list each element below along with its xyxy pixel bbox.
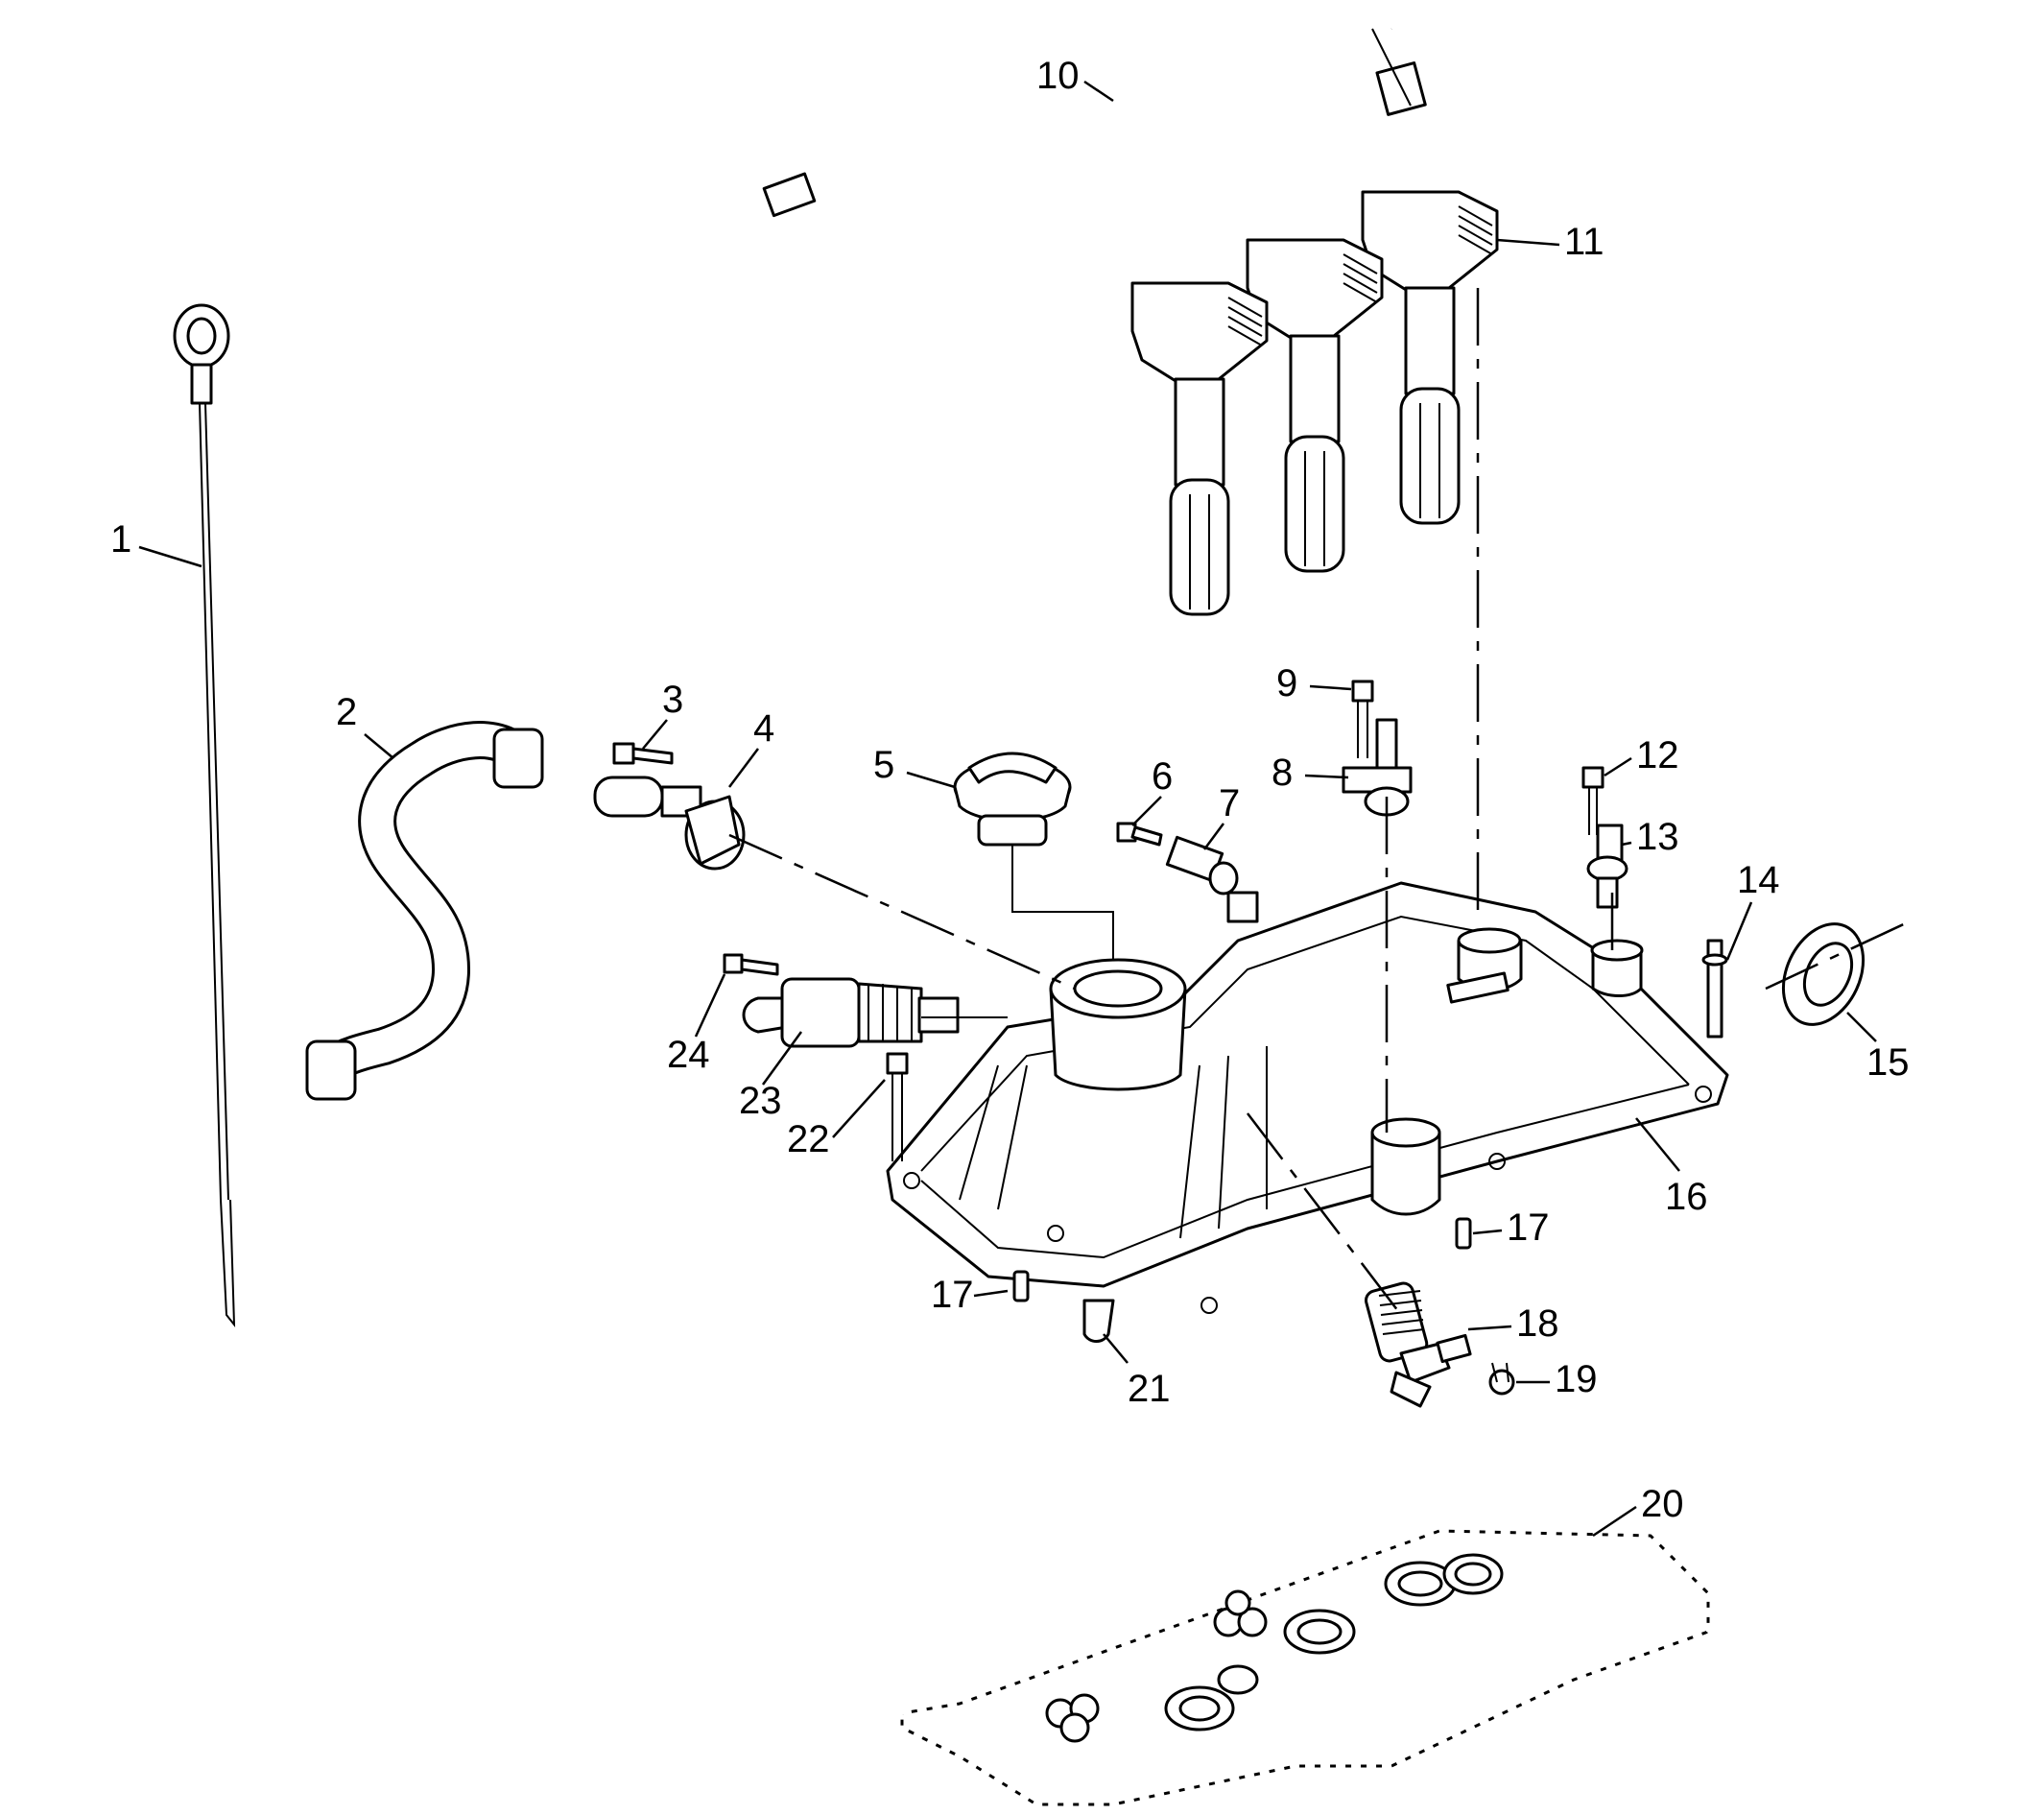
callout-14-label: 14 [1737,859,1780,901]
callout-14: 14 [1725,859,1780,961]
callout-24-label: 24 [667,1034,710,1076]
callout-3-label: 3 [662,679,683,721]
callout-24: 24 [667,973,726,1076]
callout-15: 15 [1846,1012,1910,1084]
callout-21: 21 [1103,1333,1171,1410]
callout-13-label: 13 [1636,816,1679,858]
part-23-24-valve [723,953,960,1048]
callout-16-label: 16 [1665,1176,1708,1218]
callout-9: 9 [1276,662,1352,705]
solenoid-centerline [728,833,1076,991]
part-18-19-sensor [1365,1281,1515,1408]
part-10-harness [762,26,1427,218]
callout-5-label: 5 [873,744,894,786]
callout-10: 10 [1036,55,1114,103]
part-5-oil-cap [953,752,1072,847]
callout-12-label: 12 [1636,734,1679,776]
part-15-seal [1781,922,1866,1026]
callout-2-label: 2 [336,691,357,733]
callouts: 1 2 3 4 5 6 7 8 9 10 11 12 13 14 15 16 1… [110,55,1910,1538]
callout-5: 5 [873,744,956,789]
part-17-dowels [1012,1217,1472,1302]
part-1-dipstick [173,303,236,1327]
callout-9-label: 9 [1276,662,1297,705]
callout-19: 19 [1516,1358,1598,1400]
callout-20: 20 [1592,1483,1684,1538]
callout-18-label: 18 [1516,1302,1559,1345]
callout-23-label: 23 [739,1080,782,1122]
part-21-plug [1082,1299,1115,1343]
callout-20-label: 20 [1641,1483,1684,1525]
part-3-bolt [612,742,674,765]
callout-17b: 17 [1472,1206,1550,1249]
part-16-cam-cover [886,881,1729,1314]
callout-17a-label: 17 [931,1274,974,1316]
callout-18: 18 [1467,1302,1559,1345]
part-14-stud [1701,939,1728,1039]
callout-17a: 17 [931,1274,1009,1316]
callout-19-label: 19 [1555,1358,1598,1400]
callout-16: 16 [1635,1117,1708,1218]
callout-23: 23 [739,1031,803,1122]
callout-11-label: 11 [1564,221,1604,263]
part-20-gasket [900,1528,1710,1806]
callout-15-label: 15 [1866,1041,1910,1084]
sensor-18-centerline [1247,1112,1402,1316]
callout-22-label: 22 [787,1118,830,1160]
part-8-9-sensor [1342,680,1413,817]
callout-17b-label: 17 [1507,1206,1550,1249]
part-11-ignition-coils [1130,190,1499,616]
part-4-solenoid [593,776,746,871]
callout-6-label: 6 [1152,755,1173,798]
callout-11: 11 [1496,221,1604,263]
callout-4-label: 4 [753,707,774,750]
part-22-bolt [886,1052,909,1161]
leader-lines [728,288,1911,1316]
callout-10-label: 10 [1036,55,1080,97]
callout-22: 22 [787,1079,886,1160]
callout-7: 7 [1202,782,1240,850]
part-12-13-sensor [1581,766,1628,909]
part-6-7-sensor [1116,822,1239,896]
seal-centerline [1765,919,1911,991]
callout-1-label: 1 [110,518,131,561]
callout-8-label: 8 [1272,752,1293,794]
callout-1: 1 [110,518,202,568]
callout-3: 3 [642,679,683,750]
callout-2: 2 [336,691,394,759]
callout-6: 6 [1131,755,1173,826]
callout-7-label: 7 [1219,782,1240,824]
callout-8: 8 [1272,752,1349,794]
callout-4: 4 [728,707,774,788]
callout-21-label: 21 [1128,1368,1171,1410]
callout-13: 13 [1621,816,1679,858]
part-2-pcv-hose [305,721,544,1101]
callout-12: 12 [1604,734,1679,777]
